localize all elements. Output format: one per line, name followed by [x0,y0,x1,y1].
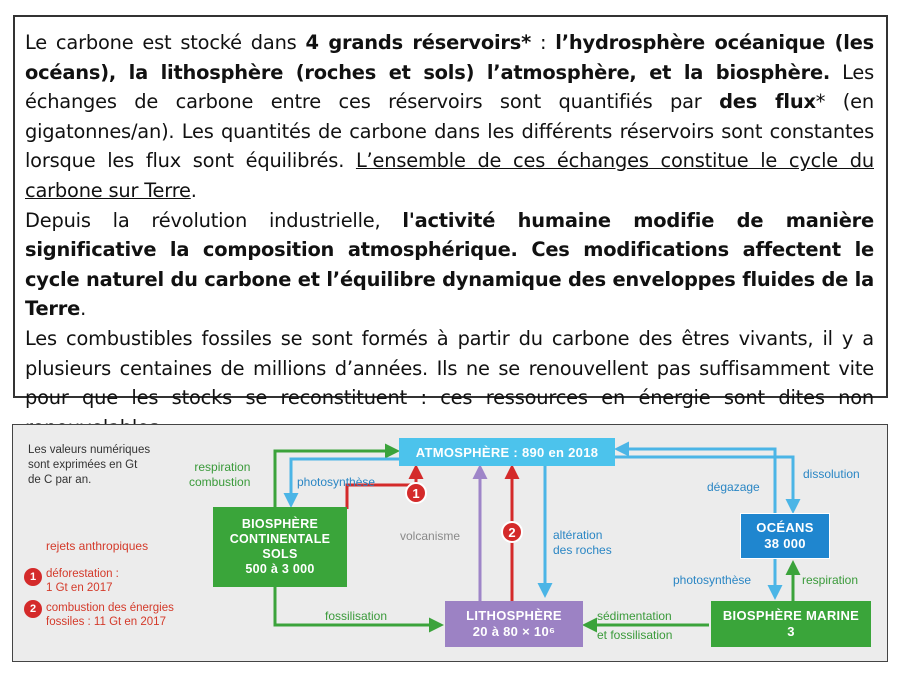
legend-title: rejets anthropiques [46,539,149,553]
label-dissolution: dissolution [803,467,860,481]
label-photosynthese-marine: photosynthèse [673,573,752,587]
text-segment: Les échanges de carbone entre ces réserv… [25,60,875,114]
arrow-photosynthese-continentale [283,457,413,508]
arrow-fossilisation [273,585,444,633]
label-alteration: altération des roches [553,528,612,557]
units-note: Les valeurs numériques sont exprimées en… [28,444,151,486]
text-segment: des flux [719,90,816,114]
label-sedimentation: sédimentation et fossilisation [597,609,673,642]
arrow-dissolution [613,455,801,514]
reservoir-atmosphere: ATMOSPHÈRE : 890 en 2018 [399,438,615,466]
label-volcanisme: volcanisme [400,529,461,543]
arrow-degazage [614,441,777,515]
label-respiration-combustion: respiration combustion [189,460,251,489]
text-segment: l’hydrosphère océanique (les océans), la… [25,31,874,84]
label-fossilisation: fossilisation [325,609,388,623]
text-segment: : [531,31,556,54]
text-segment: . [80,297,87,321]
legend-badge-1: 1 [24,568,42,586]
paragraph-2: Depuis la révolution industrielle, l'act… [25,206,874,324]
reservoir-biosphere-marine: BIOSPHÈRE MARINE 3 [711,601,871,647]
text-segment: * (en gigatonnes/an). Les quantités de c… [25,90,874,173]
reservoir-biosphere-continentale: BIOSPHÈRE CONTINENTALE SOLS 500 à 3 000 [213,507,347,587]
legend-item-combustion: combustion des énergies fossiles : 11 Gt… [46,602,174,628]
text-segment: Le carbone est stocké dans [25,31,306,54]
text-segment: 4 grands réservoirs* [305,31,532,54]
carbon-cycle-diagram: Les valeurs numériques sont exprimées en… [12,424,888,662]
badge-deforestation: 1 [405,482,427,504]
paragraph-1: Le carbone est stocké dans 4 grands rése… [25,28,874,206]
reservoir-lithosphere: LITHOSPHÈRE 20 à 80 × 10⁶ [445,601,583,647]
reservoir-oceans: OCÉANS 38 000 [740,513,830,559]
arrow-respiration-combustion [273,443,400,509]
legend-item-deforestation: déforestation : 1 Gt en 2017 [46,568,119,594]
label-respiration-marine: respiration [802,573,859,587]
arrow-deforestation [345,464,424,509]
flux-arrows [273,441,801,633]
text-segment: Depuis la révolution industrielle, [25,208,403,232]
text-segment: L’ensemble de ces échanges constitue le … [25,149,874,202]
text-segment: Les combustibles fossiles se sont formés… [25,326,874,439]
label-photosynthese-continentale: photosynthèse [297,475,376,489]
paragraph-3: Les combustibles fossiles se sont formés… [25,324,874,442]
badge-combustion: 2 [501,521,523,543]
text-box: Le carbone est stocké dans 4 grands rése… [13,15,888,439]
legend-badge-2: 2 [24,600,42,618]
text-segment: . [190,178,197,202]
text-segment: l'activité humaine modifie de manière si… [25,208,874,321]
label-degazage: dégazage [707,480,760,494]
